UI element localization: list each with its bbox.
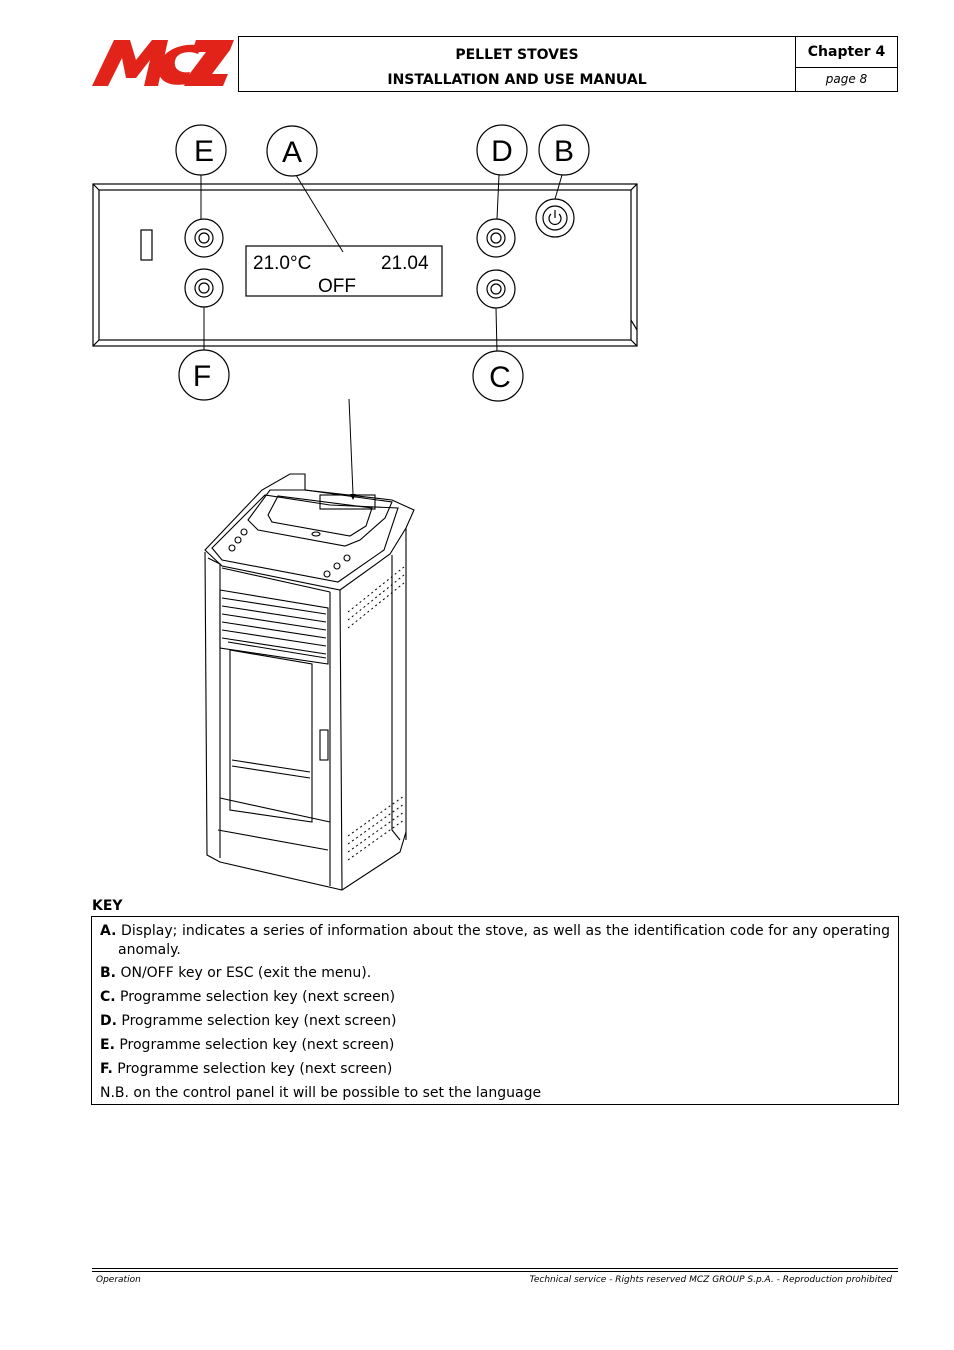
button-c	[476, 269, 516, 309]
callout-e: E	[194, 135, 214, 168]
power-icon	[535, 198, 575, 238]
display-time: 21.04	[381, 253, 429, 274]
callout-c: C	[489, 361, 511, 394]
key-title: KEY	[92, 898, 123, 914]
key-letter: B.	[100, 965, 116, 981]
footer-rights: Technical service - Rights reserved MCZ …	[529, 1275, 892, 1285]
callout-b: B	[554, 135, 574, 168]
mcz-logo	[92, 40, 234, 86]
key-letter: D.	[100, 1013, 117, 1029]
header-title: PELLET STOVES INSTALLATION AND USE MANUA…	[239, 37, 796, 91]
footer-divider	[92, 1271, 898, 1272]
key-item-c: C. Programme selection key (next screen)	[100, 988, 890, 1007]
key-item-d: D. Programme selection key (next screen)	[100, 1012, 890, 1031]
footer-divider	[92, 1268, 898, 1269]
callout-a: A	[282, 136, 302, 169]
stove-illustration	[204, 473, 415, 891]
key-text: Programme selection key (next screen)	[116, 1013, 397, 1029]
callout-f: F	[193, 360, 211, 393]
control-panel-figure: 21.0°C 21.04 OFF E A D B F C	[92, 124, 638, 891]
callout-d: D	[491, 135, 513, 168]
footer-section: Operation	[96, 1275, 141, 1285]
display-temperature: 21.0°C	[253, 253, 311, 274]
key-text: Display; indicates a series of informati…	[116, 923, 890, 958]
header-title-line2: INSTALLATION AND USE MANUAL	[387, 72, 647, 88]
chapter-label: Chapter 4	[796, 37, 897, 68]
key-letter: E.	[100, 1037, 115, 1053]
button-d	[476, 218, 516, 258]
key-item-a: A. Display; indicates a series of inform…	[100, 922, 890, 960]
button-f	[184, 268, 224, 308]
display-status: OFF	[318, 276, 356, 297]
key-note: N.B. on the control panel it will be pos…	[100, 1085, 542, 1101]
key-item-e: E. Programme selection key (next screen)	[100, 1036, 890, 1055]
page-number: page 8	[825, 72, 868, 86]
key-letter: C.	[100, 989, 116, 1005]
header-box: PELLET STOVES INSTALLATION AND USE MANUA…	[238, 36, 898, 92]
key-text: Programme selection key (next screen)	[114, 1037, 395, 1053]
key-text: ON/OFF key or ESC (exit the menu).	[116, 965, 372, 981]
key-text: Programme selection key (next screen)	[115, 989, 396, 1005]
key-text: Programme selection key (next screen)	[112, 1061, 393, 1077]
key-box: A. Display; indicates a series of inform…	[91, 916, 899, 1105]
button-e	[184, 218, 224, 258]
header-title-line1: PELLET STOVES	[455, 47, 579, 63]
key-letter: A.	[100, 923, 117, 939]
key-item-f: F. Programme selection key (next screen)	[100, 1060, 890, 1079]
key-letter: F.	[100, 1061, 113, 1077]
key-item-b: B. ON/OFF key or ESC (exit the menu).	[100, 964, 890, 983]
